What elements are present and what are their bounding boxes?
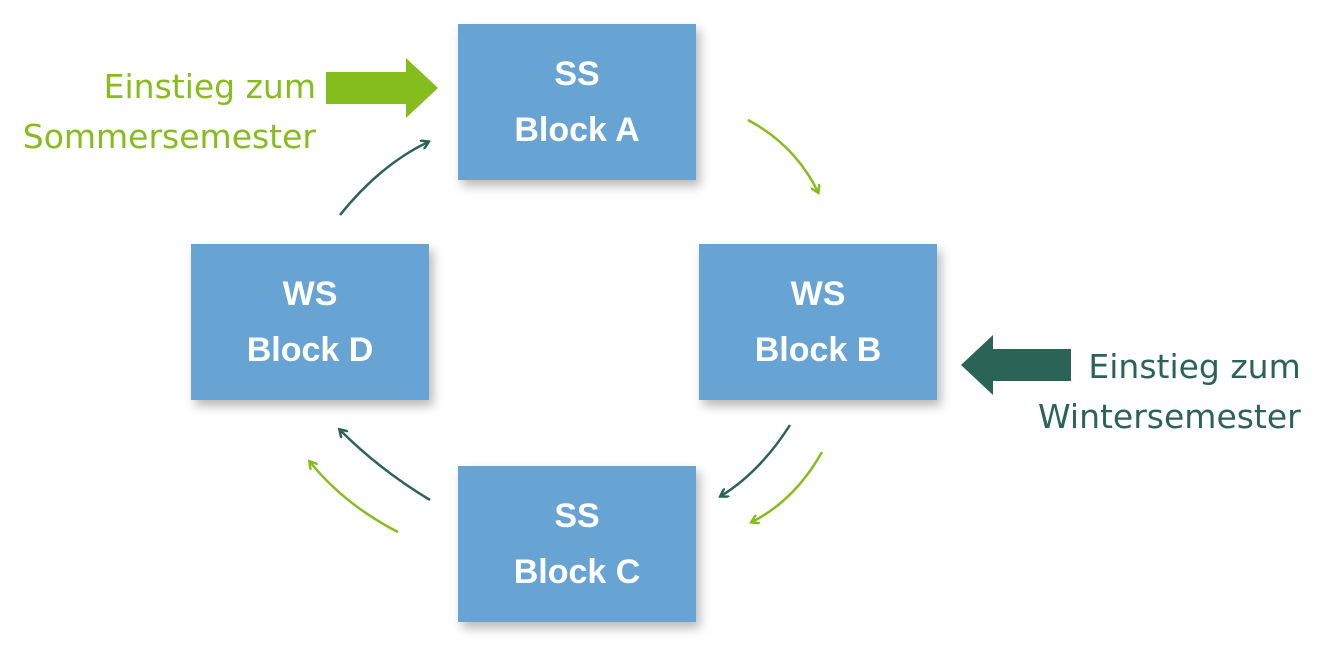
block-d-semester: WS	[282, 275, 338, 313]
summer-entry-line1: Einstieg zum	[103, 67, 316, 106]
block-b-semester: WS	[790, 275, 846, 313]
block-a-semester: SS	[554, 55, 600, 93]
block-c-semester: SS	[554, 497, 600, 535]
block-d-name: Block D	[246, 331, 374, 369]
arrow-b-to-c-light	[752, 451, 824, 522]
block-c: SS Block C	[458, 466, 696, 622]
arrow-d-to-a	[339, 142, 428, 216]
winter-entry-label: Einstieg zum Wintersemester	[1038, 342, 1301, 442]
winter-entry-arrow	[961, 335, 1071, 395]
block-b-name: Block B	[754, 331, 882, 369]
summer-entry-line2: Sommersemester	[22, 117, 316, 156]
arrow-c-to-d-light	[310, 462, 399, 534]
arrow-b-to-c-dark	[721, 424, 792, 496]
summer-entry-arrow	[326, 58, 438, 118]
block-a-name: Block A	[514, 111, 640, 149]
arrow-a-to-b	[747, 118, 818, 192]
arrow-c-to-d-dark	[340, 430, 431, 502]
winter-entry-line1: Einstieg zum	[1088, 347, 1301, 386]
block-c-name: Block C	[513, 553, 641, 591]
summer-entry-label: Einstieg zum Sommersemester	[23, 62, 316, 162]
block-b: WS Block B	[699, 244, 937, 400]
block-a: SS Block A	[458, 24, 696, 180]
winter-entry-line2: Wintersemester	[1038, 397, 1301, 436]
block-d: WS Block D	[191, 244, 429, 400]
